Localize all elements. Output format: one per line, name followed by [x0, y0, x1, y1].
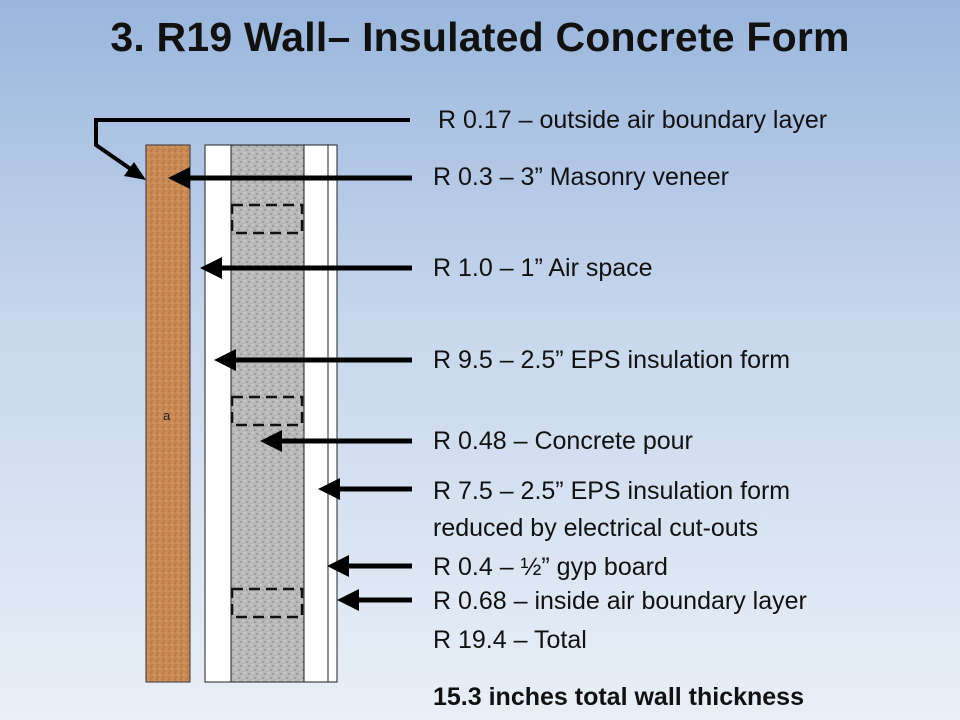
label-air-space: R 1.0 – 1” Air space	[433, 254, 653, 282]
label-gyp-board: R 0.4 – ½” gyp board	[433, 553, 668, 581]
electrical-cutout-bottom	[230, 587, 304, 619]
label-eps-inner-line2: reduced by electrical cut-outs	[433, 514, 759, 542]
masonry-veneer-layer	[145, 144, 191, 683]
callout-arrows	[168, 167, 412, 611]
label-eps-outer: R 9.5 – 2.5” EPS insulation form	[433, 346, 791, 374]
label-inside-air: R 0.68 – inside air boundary layer	[433, 587, 807, 615]
electrical-cutout-middle	[230, 395, 304, 427]
outside-air-leader	[94, 118, 410, 174]
arrow-eps-outer	[214, 349, 412, 371]
wall-marker-letter: a	[163, 408, 171, 423]
arrow-concrete-pour	[260, 430, 412, 452]
arrow-air-space	[200, 257, 412, 279]
label-masonry-veneer: R 0.3 – 3” Masonry veneer	[433, 163, 729, 191]
eps-form-outer-layer	[204, 144, 232, 683]
label-eps-inner: R 7.5 – 2.5” EPS insulation form	[433, 477, 791, 505]
arrow-gyp-board	[327, 555, 412, 577]
arrow-inside-air	[337, 589, 412, 611]
arrow-masonry-veneer	[168, 167, 412, 189]
electrical-cutouts	[230, 203, 304, 619]
concrete-core-layer	[230, 144, 305, 683]
eps-form-inner-layer	[303, 144, 329, 683]
outside-air-leader-arrowhead	[124, 162, 146, 180]
label-total: R 19.4 – Total	[433, 626, 587, 654]
label-concrete-pour: R 0.48 – Concrete pour	[433, 427, 693, 455]
gyp-board-layer	[327, 144, 338, 683]
electrical-cutout-top	[230, 203, 304, 235]
arrow-eps-inner	[318, 478, 412, 500]
label-wall-thickness: 15.3 inches total wall thickness	[433, 683, 804, 711]
label-outside-air: R 0.17 – outside air boundary layer	[438, 106, 828, 134]
page-title: 3. R19 Wall– Insulated Concrete Form	[110, 14, 850, 60]
